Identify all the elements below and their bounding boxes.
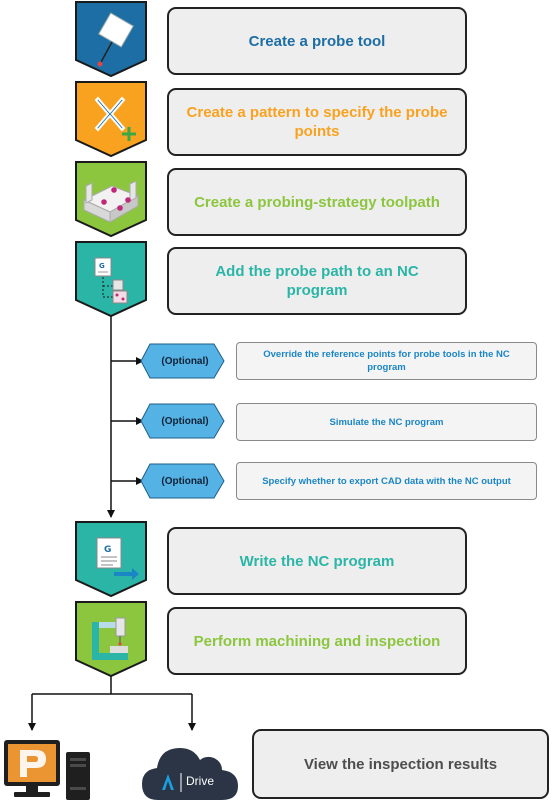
result-connectors [28,676,196,731]
optional-box-export-cad[interactable]: Specify whether to export CAD data with … [236,462,537,500]
optional-box-override-reference[interactable]: Override the reference points for probe … [236,342,537,380]
step-chevron-3 [75,161,147,238]
optional-tag-shape-1 [140,343,225,379]
optional-tag-3: (Optional) [161,475,209,487]
svg-text:G: G [104,545,111,555]
step-box-write-nc-program[interactable]: Write the NC program [167,527,467,595]
step-box-perform-machining[interactable]: Perform machining and inspection [167,607,467,675]
step-chevron-1 [75,1,147,78]
optional-tag-shape-3 [140,463,225,499]
step-box-create-pattern[interactable]: Create a pattern to specify the probe po… [167,88,467,156]
optional-box-simulate[interactable]: Simulate the NC program [236,403,537,441]
autodesk-drive-cloud-icon [142,748,238,800]
pattern-icon [94,96,136,141]
optional-flow-connectors [107,316,144,518]
drive-label: Drive [186,774,215,788]
step-chevron-5: G [75,521,147,598]
optional-tag-2: (Optional) [161,415,209,427]
optional-tag-shape-2 [140,403,225,439]
step-box-create-toolpath[interactable]: Create a probing-strategy toolpath [167,168,467,236]
write-nc-icon: G [96,537,139,580]
optional-tag-1: (Optional) [161,355,209,367]
computer-powerinspect-icon [4,740,90,800]
step-box-create-probe-tool[interactable]: Create a probe tool [167,7,467,75]
view-inspection-results-box[interactable]: View the inspection results [252,729,549,799]
step-chevron-4: G [75,241,147,318]
machining-icon [92,617,128,660]
svg-text:G: G [99,262,105,270]
step-chevron-2 [75,81,147,158]
toolpath-icon [82,180,140,223]
nc-program-add-icon: G [94,257,128,304]
step-chevron-6 [75,601,147,678]
probe-tool-icon [97,12,134,67]
step-box-add-probe-path[interactable]: Add the probe path to an NC program [167,247,467,315]
